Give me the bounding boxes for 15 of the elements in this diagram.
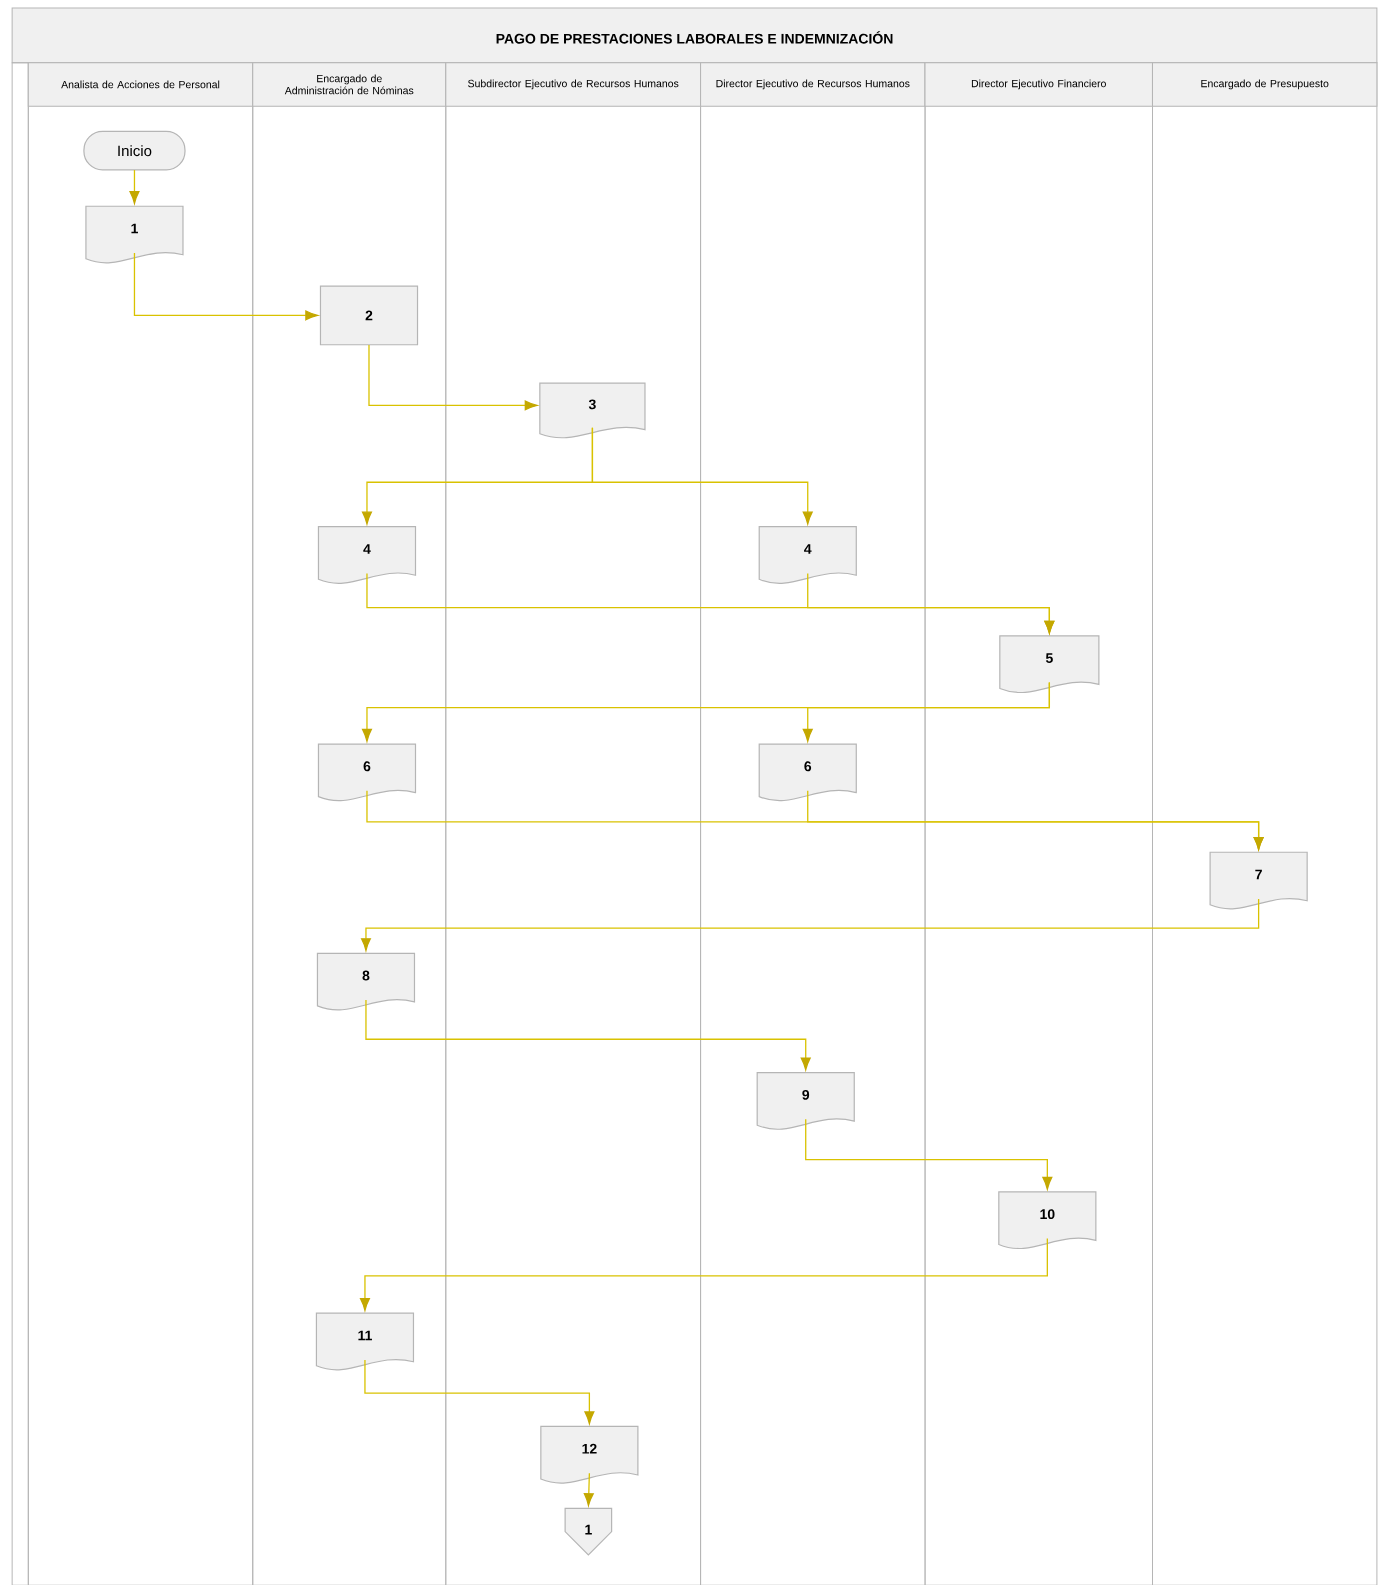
arrow: [129, 169, 140, 204]
arrow: [368, 344, 538, 411]
arrow: [359, 1237, 1048, 1311]
arrow: [802, 681, 1050, 742]
off-page-connector: 1: [564, 1507, 613, 1556]
process-box: 2: [319, 285, 419, 346]
arrow: [133, 252, 319, 321]
arrow: [591, 427, 813, 525]
arrow: [365, 999, 811, 1071]
arrow: [805, 1118, 1053, 1190]
arrow: [807, 790, 1264, 850]
arrow: [583, 1472, 594, 1507]
arrow: [360, 898, 1260, 952]
arrow: [807, 572, 1055, 634]
arrow: [364, 1359, 595, 1425]
